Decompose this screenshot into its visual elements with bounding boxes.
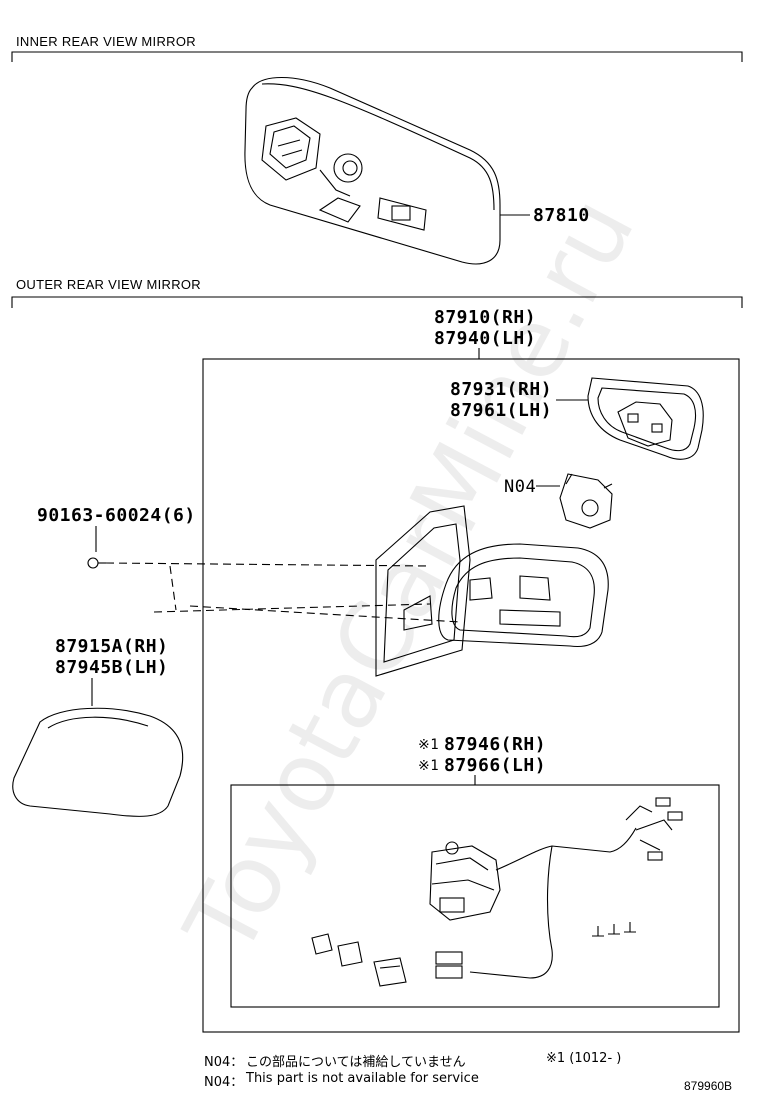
- outer-section-frame: [11, 296, 743, 308]
- mirror-motor-icon: [429, 841, 501, 921]
- part-number-87915[interactable]: 87915A(RH): [55, 636, 169, 657]
- footnote-marker-1-b: ※1: [418, 758, 440, 774]
- part-number-87910[interactable]: 87910(RH): [434, 307, 537, 328]
- motor-harness-icon: [469, 797, 683, 979]
- part-number-90163[interactable]: 90163-60024(6): [37, 505, 196, 526]
- outer-section-title: OUTER REAR VIEW MIRROR: [16, 277, 201, 292]
- part-number-87931[interactable]: 87931(RH): [450, 379, 553, 400]
- inner-mirror-icon: [244, 76, 501, 265]
- illustration-code: 879960B: [684, 1079, 733, 1093]
- mirror-base-icon: [375, 505, 471, 677]
- note-jp-prefix: N04：: [204, 1055, 244, 1070]
- screw-icon: [87, 557, 106, 569]
- mirror-glass-icon: [587, 377, 704, 460]
- note-en-text: This part is not available for service: [246, 1071, 479, 1086]
- inner-section-title: INNER REAR VIEW MIRROR: [16, 34, 196, 49]
- part-number-87966[interactable]: 87966(LH): [444, 755, 547, 776]
- footnote-marker-1: ※1: [418, 737, 440, 753]
- small-screws-icon: [592, 922, 636, 937]
- footnote-date-range: ※1 (1012- ): [546, 1051, 622, 1066]
- note-en-prefix: N04：: [204, 1075, 244, 1090]
- mirror-housing-icon: [438, 543, 609, 648]
- part-number-87961[interactable]: 87961(LH): [450, 400, 553, 421]
- mirror-cover-icon: [12, 707, 184, 817]
- note-marker-n04[interactable]: N04: [504, 477, 537, 497]
- mirror-assembly-box: [202, 358, 740, 1033]
- part-number-87940[interactable]: 87940(LH): [434, 328, 537, 349]
- inner-section-frame: [11, 51, 743, 62]
- motor-assembly-box: [230, 784, 720, 1008]
- screw-dashed-line: [105, 562, 431, 567]
- connector-icon: [435, 951, 463, 979]
- part-number-87946[interactable]: 87946(RH): [444, 734, 547, 755]
- n04-part-icon: [559, 473, 613, 529]
- part-number-87945[interactable]: 87945B(LH): [55, 657, 169, 678]
- note-jp-text: この部品については補給していません: [246, 1055, 466, 1070]
- part-number-87810[interactable]: 87810: [533, 205, 590, 226]
- grommets-icon: [311, 933, 407, 987]
